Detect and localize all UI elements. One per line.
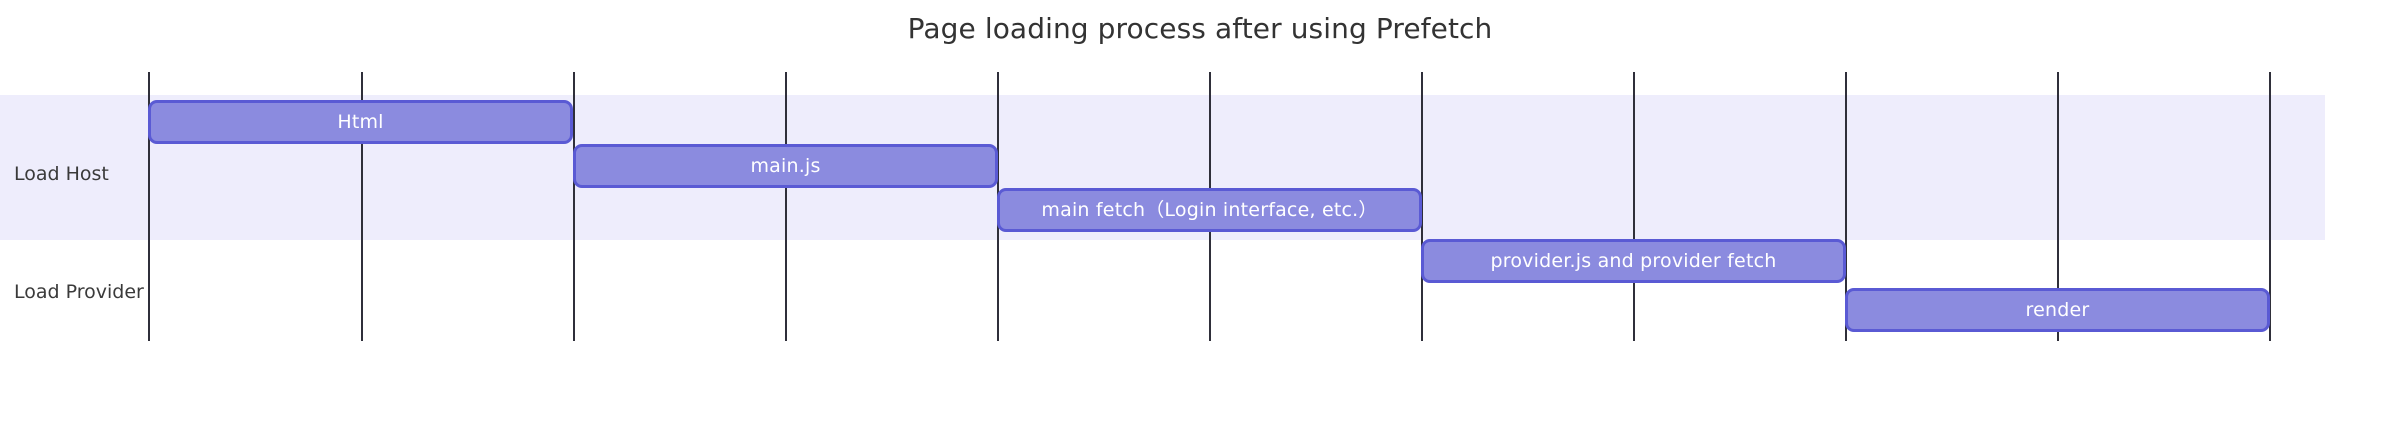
gridline-5-lower — [1209, 226, 1211, 341]
gridline-4-lower — [997, 226, 999, 341]
task-bar-html[interactable]: Html — [148, 100, 573, 144]
category-label-load-provider: Load Provider — [14, 281, 144, 303]
task-bar-main-fetch[interactable]: main fetch（Login interface, etc.） — [997, 188, 1422, 232]
task-bar-label-main-js: main.js — [750, 155, 821, 177]
gridline-8 — [1845, 72, 1847, 226]
gridline-10-lower — [2269, 226, 2271, 341]
gridline-9 — [2057, 72, 2059, 226]
gridline-7 — [1633, 72, 1635, 226]
task-bar-label-render: render — [2025, 299, 2090, 321]
gridline-6 — [1421, 72, 1423, 226]
gridline-1-lower — [361, 226, 363, 341]
chart-title: Page loading process after using Prefetc… — [907, 12, 1493, 45]
task-bar-provider-js-and-provider-fetch[interactable]: provider.js and provider fetch — [1421, 239, 1846, 283]
task-bar-label-main-fetch: main fetch（Login interface, etc.） — [1041, 199, 1378, 221]
gridline-7-lower — [1633, 226, 1635, 341]
gridline-0 — [148, 72, 150, 226]
task-bar-label-provider-js-and-provider-fetch: provider.js and provider fetch — [1490, 250, 1777, 272]
gridline-3-lower — [785, 226, 787, 341]
task-bar-main-js[interactable]: main.js — [573, 144, 998, 188]
task-bar-label-html: Html — [337, 111, 384, 133]
gridline-5 — [1209, 72, 1211, 226]
gridline-2-lower — [573, 226, 575, 341]
gridline-9-lower — [2057, 226, 2059, 341]
category-label-load-host: Load Host — [14, 163, 109, 185]
gridline-8-lower — [1845, 226, 1847, 341]
gridline-10 — [2269, 72, 2271, 226]
gridline-4 — [997, 72, 999, 226]
gridline-6-lower — [1421, 226, 1423, 341]
task-bar-render[interactable]: render — [1845, 288, 2270, 332]
gridline-1 — [361, 72, 363, 226]
gridline-0-lower — [148, 226, 150, 341]
